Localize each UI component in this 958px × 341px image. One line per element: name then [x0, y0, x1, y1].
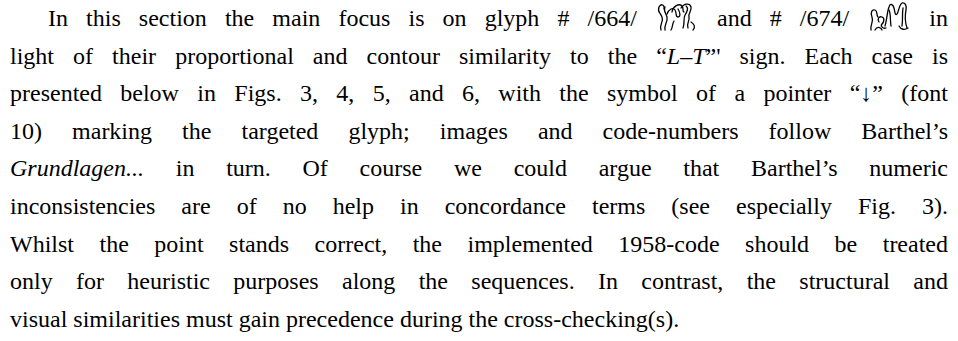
text-line: 10) marking the targeted glyph; images a… [10, 113, 948, 150]
body-text: visual similarities must gain precedence… [10, 306, 679, 332]
body-text: In this section the main focus is on gly… [48, 5, 637, 31]
text-line: visual similarities must gain precedence… [10, 301, 948, 338]
body-text: in turn. Of course we could argue that B… [176, 155, 948, 181]
glyph-674 [867, 0, 911, 32]
paragraph: In this section the main focus is on gly… [10, 0, 948, 341]
body-text: 10) marking the targeted glyph; images a… [10, 118, 948, 144]
body-text: Whilst the point stands correct, the imp… [10, 231, 948, 257]
glyph-664 [655, 0, 699, 32]
body-text: presented below in Figs. 3, 4, 5, and 6,… [10, 80, 948, 106]
body-text: only for heuristic purposes along the se… [10, 268, 948, 294]
italic-text: Grundlagen... [10, 155, 144, 181]
body-text: inconsistencies are of no help in concor… [10, 193, 948, 219]
text-line: presented below in Figs. 3, 4, 5, and 6,… [10, 75, 948, 112]
body-text: ”' sign. Each case is [705, 43, 948, 69]
text-line: only for heuristic purposes along the se… [10, 263, 948, 300]
italic-text: L–T [667, 43, 706, 69]
text-line: In this section the main focus is on gly… [48, 0, 948, 37]
body-text: in [929, 5, 948, 31]
body-text: and # /674/ [717, 5, 849, 31]
text-line: Grundlagen... in turn. Of course we coul… [10, 150, 948, 187]
text-line: inconsistencies are of no help in concor… [10, 188, 948, 225]
body-text: light of their proportional and contour … [10, 43, 667, 69]
text-line: Whilst the point stands correct, the imp… [10, 226, 948, 263]
text-line: light of their proportional and contour … [10, 38, 948, 75]
